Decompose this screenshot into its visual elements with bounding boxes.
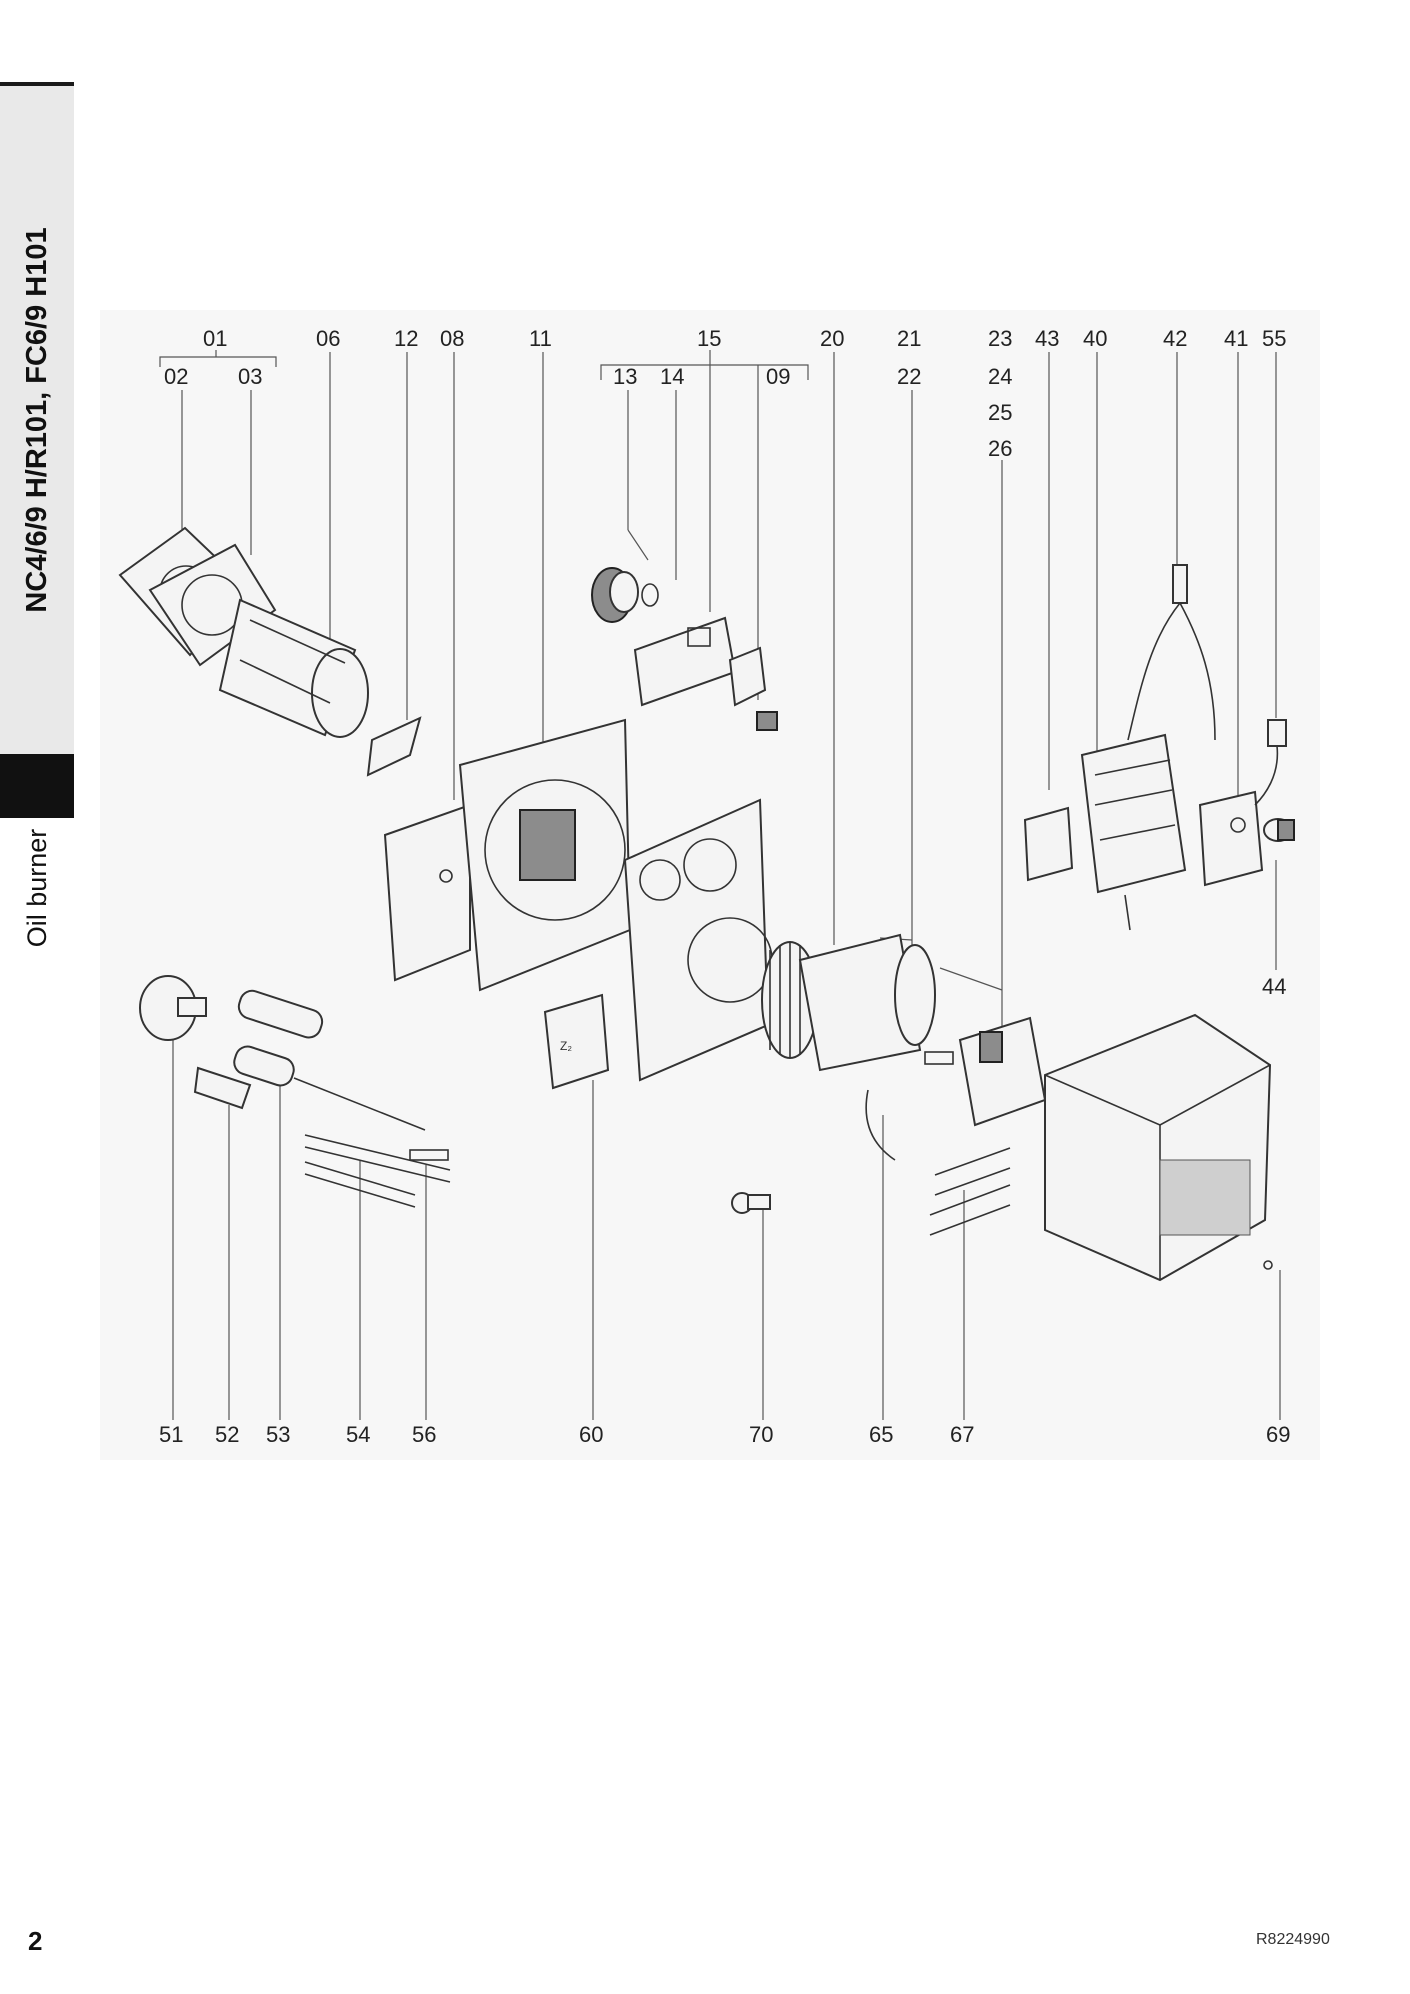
part-02-flange (118, 526, 277, 667)
part-53-nozzle-holder (233, 989, 426, 1131)
callout-13: 13 (613, 364, 637, 389)
callout-01: 01 (203, 326, 227, 351)
part-13-fan-wheel (591, 567, 659, 623)
part-12-clip (366, 716, 422, 777)
callout-02: 02 (164, 364, 188, 389)
callout-14: 14 (660, 364, 684, 389)
callout-52: 52 (215, 1422, 239, 1447)
part-54-electrodes (304, 1134, 451, 1208)
part-44-sensor (1263, 818, 1295, 842)
part-20-fan-motor (761, 933, 936, 1072)
callout-09: 09 (766, 364, 790, 389)
callout-65: 65 (869, 1422, 893, 1447)
side-tab-rule (0, 82, 74, 86)
part-55-cable (1254, 719, 1287, 806)
part-70-fitting (731, 1192, 771, 1214)
part-56-insulator (409, 1149, 449, 1161)
callout-08: 08 (440, 326, 464, 351)
part-69-hood (1044, 1013, 1273, 1282)
part-60-connector: Z₂ (543, 993, 610, 1090)
side-tab-model (0, 86, 74, 754)
bracket-01 (159, 356, 277, 367)
part-67-oil-hoses (929, 1147, 1011, 1236)
part-22-coupling (924, 1051, 954, 1065)
callout-54: 54 (346, 1422, 370, 1447)
callout-26: 26 (988, 436, 1012, 461)
leader-13b (627, 529, 649, 561)
part-65-cable (865, 1089, 896, 1161)
document-reference: R8224990 (1256, 1931, 1330, 1948)
part-08-gasket (383, 803, 471, 982)
bracket-15 (600, 364, 809, 380)
callout-15: 15 (697, 326, 721, 351)
callout-40: 40 (1083, 326, 1107, 351)
callout-25: 25 (988, 400, 1012, 425)
callout-22: 22 (897, 364, 921, 389)
callout-21: 21 (897, 326, 921, 351)
callout-03: 03 (238, 364, 262, 389)
callout-23: 23 (988, 326, 1012, 351)
part-42-plug (1127, 564, 1216, 741)
callout-06: 06 (316, 326, 340, 351)
page-number: 2 (28, 1926, 43, 1956)
part-09-knob (728, 646, 778, 731)
callout-60: 60 (579, 1422, 603, 1447)
part-23-oil-pump (958, 1016, 1047, 1127)
callout-41: 41 (1224, 326, 1248, 351)
callout-20: 20 (820, 326, 844, 351)
callout-70: 70 (749, 1422, 773, 1447)
svg-text:Z₂: Z₂ (560, 1039, 572, 1053)
part-40-control-box (1080, 733, 1187, 931)
part-43-relay (1023, 806, 1074, 882)
part-52-bracket (193, 1066, 252, 1110)
part-06-blast-tube (218, 598, 369, 738)
callout-53: 53 (266, 1422, 290, 1447)
callout-67: 67 (950, 1422, 974, 1447)
callout-56: 56 (412, 1422, 436, 1447)
callout-44: 44 (1262, 974, 1286, 999)
leader-23 (939, 967, 1003, 991)
part-41-transformer (1198, 790, 1264, 887)
callout-12: 12 (394, 326, 418, 351)
callout-55: 55 (1262, 326, 1286, 351)
callout-24: 24 (988, 364, 1012, 389)
part-cover-plate (623, 798, 773, 1082)
side-tab-marker (0, 754, 74, 818)
callout-42: 42 (1163, 326, 1187, 351)
callout-51: 51 (159, 1422, 183, 1447)
callout-43: 43 (1035, 326, 1059, 351)
callout-69: 69 (1266, 1422, 1290, 1447)
part-51-spinner (139, 975, 207, 1041)
callout-11: 11 (529, 326, 552, 351)
